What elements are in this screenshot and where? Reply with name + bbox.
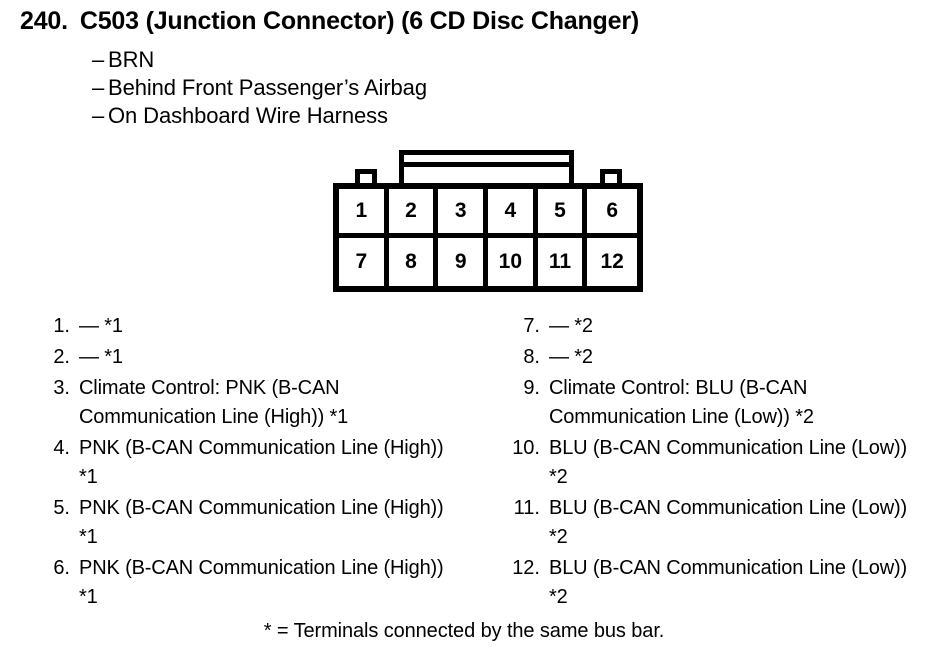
connector-pin: 6 [587, 189, 637, 238]
pin-list-item-number: 1. [53, 315, 70, 337]
pin-list-item-text: — *1 [79, 346, 123, 368]
connector-pin: 4 [488, 189, 538, 238]
page-title: 240. C503 (Junction Connector) (6 CD Disc… [20, 7, 639, 36]
connector-pin-grid: 1 2 3 4 5 6 7 8 9 10 11 12 [339, 189, 637, 286]
connector-pin: 7 [339, 237, 389, 286]
pin-list-item-text: — *2 [549, 346, 593, 368]
pin-list-item: 8. — *2 [503, 343, 923, 372]
header-sub-line: –BRN [92, 46, 427, 74]
header-sub-lines: –BRN –Behind Front Passenger’s Airbag –O… [92, 46, 427, 130]
pin-list-item-text: PNK (B-CAN Communication Line (High)) *1 [79, 557, 444, 608]
connector-pin: 1 [339, 189, 389, 238]
pin-list-item: 4. PNK (B-CAN Communication Line (High))… [33, 434, 453, 492]
pin-list-item-number: 10. [512, 437, 540, 459]
connector-notch-right [600, 169, 622, 187]
pin-list-item-text: Climate Control: BLU (B-CAN Communicatio… [549, 377, 814, 428]
pin-list-left: 1. — *1 2. — *1 3. Climate Control: PNK … [33, 312, 453, 614]
connector-pin: 12 [587, 237, 637, 286]
connector-notch-left [355, 169, 377, 187]
pin-list-right: 7. — *2 8. — *2 9. Climate Control: BLU … [503, 312, 923, 614]
header-sub-line-text: BRN [108, 47, 155, 72]
dash-glyph: – [92, 47, 105, 72]
footnote: * = Terminals connected by the same bus … [263, 620, 665, 642]
pin-list-item-number: 12. [512, 557, 540, 579]
connector-pin: 2 [388, 189, 439, 238]
connector-diagram: 1 2 3 4 5 6 7 8 9 10 11 12 [333, 150, 643, 292]
pin-list-item-number: 4. [53, 437, 70, 459]
connector-latch-tab [399, 150, 574, 186]
pin-list-item: 2. — *1 [33, 343, 453, 372]
pin-list-item: 9. Climate Control: BLU (B-CAN Communica… [503, 374, 923, 432]
pin-list-item-text: — *2 [549, 315, 593, 337]
pin-list-item: 5. PNK (B-CAN Communication Line (High))… [33, 494, 453, 552]
connector-pin: 11 [537, 237, 588, 286]
pin-list-item-text: BLU (B-CAN Communication Line (Low)) *2 [549, 497, 908, 548]
pin-list-item-text: PNK (B-CAN Communication Line (High)) *1 [79, 437, 444, 488]
pin-list-item-number: 5. [53, 497, 70, 519]
pin-list-item: 1. — *1 [33, 312, 453, 341]
dash-glyph: – [92, 75, 105, 100]
pin-list-item: 12. BLU (B-CAN Communication Line (Low))… [503, 554, 923, 612]
pin-list-item-number: 7. [523, 315, 540, 337]
connector-pin: 9 [438, 237, 488, 286]
pin-list-item-number: 3. [53, 377, 70, 399]
pin-list-item-text: PNK (B-CAN Communication Line (High)) *1 [79, 497, 444, 548]
pin-list-item-text: BLU (B-CAN Communication Line (Low)) *2 [549, 557, 908, 608]
pin-list-item-text: BLU (B-CAN Communication Line (Low)) *2 [549, 437, 908, 488]
pin-list-item-number: 2. [53, 346, 70, 368]
title-number: 240. [20, 7, 68, 35]
pin-list-item-text: — *1 [79, 315, 123, 337]
title-label: C503 (Junction Connector) (6 CD Disc Cha… [79, 7, 639, 35]
header-sub-line: –On Dashboard Wire Harness [92, 102, 427, 130]
header-sub-line: –Behind Front Passenger’s Airbag [92, 74, 427, 102]
header-sub-line-text: On Dashboard Wire Harness [108, 103, 388, 128]
pin-list-item-number: 9. [523, 377, 540, 399]
connector-pin: 10 [488, 237, 538, 286]
connector-pin: 8 [388, 237, 439, 286]
dash-glyph: – [92, 103, 105, 128]
pin-list-item: 6. PNK (B-CAN Communication Line (High))… [33, 554, 453, 612]
pin-list-item-number: 11. [513, 497, 540, 519]
connector-pin: 5 [537, 189, 588, 238]
pin-list-item-number: 6. [53, 557, 70, 579]
pin-list-item: 3. Climate Control: PNK (B-CAN Communica… [33, 374, 453, 432]
pin-list-item: 11. BLU (B-CAN Communication Line (Low))… [503, 494, 923, 552]
pin-list-item: 10. BLU (B-CAN Communication Line (Low))… [503, 434, 923, 492]
connector-latch-tab-line [403, 162, 570, 167]
pin-list-item-number: 8. [523, 346, 540, 368]
pin-list-item: 7. — *2 [503, 312, 923, 341]
pin-list-item-text: Climate Control: PNK (B-CAN Communicatio… [79, 377, 349, 428]
header-sub-line-text: Behind Front Passenger’s Airbag [108, 75, 427, 100]
connector-pin: 3 [438, 189, 488, 238]
